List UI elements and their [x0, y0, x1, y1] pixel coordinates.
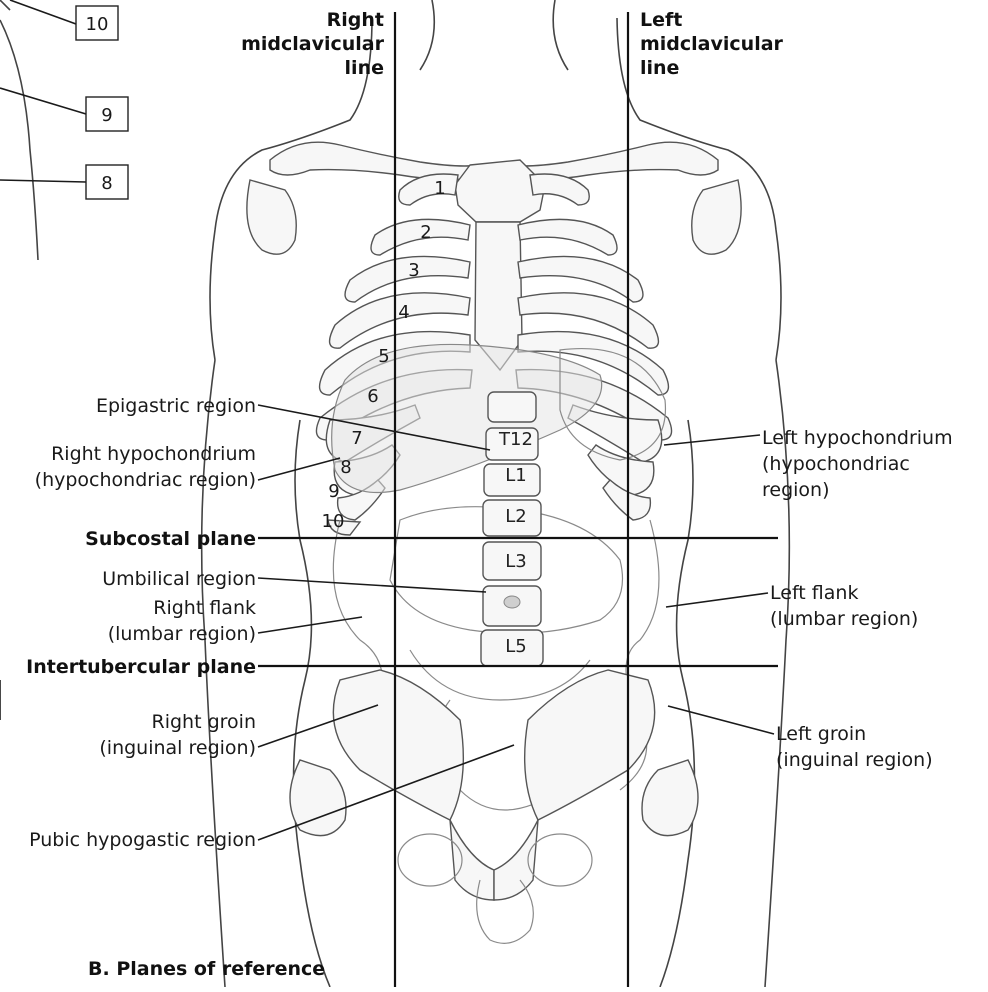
left-flank-label-1: Left flank: [770, 582, 858, 604]
rib-number-3: 3: [408, 260, 419, 281]
left-groin-label-2: (inguinal region): [776, 749, 933, 771]
pubic-label: Pubic hypogastic region: [29, 829, 256, 851]
vertebra-L5: L5: [505, 636, 526, 657]
right-groin-label-2: (inguinal region): [99, 737, 256, 759]
left-hypochondrium-label-3: region): [762, 479, 830, 501]
side-box-9-label: 9: [101, 105, 112, 126]
right-hypochondrium-label-1: Right hypochondrium: [51, 443, 256, 465]
right-flank-label-2: (lumbar region): [108, 623, 256, 645]
side-fragment-letter: l: [0, 673, 1, 695]
left-mcl-label-1: Left: [640, 9, 682, 31]
rib-number-6: 6: [367, 386, 378, 407]
vertebra-L1: L1: [505, 465, 526, 486]
side-panel-fragment: 10 9 8 l: [0, 0, 128, 720]
vertebral-column: T12 L1 L2 L3 L5: [481, 392, 543, 666]
epigastric-label: Epigastric region: [96, 395, 256, 417]
vertebra-T12: T12: [498, 429, 533, 450]
left-flank-label-2: (lumbar region): [770, 608, 918, 630]
left-groin-label-1: Left groin: [776, 723, 866, 745]
rib-number-1: 1: [434, 178, 445, 199]
right-groin-label-1: Right groin: [152, 711, 256, 733]
left-hypochondrium-label-1: Left hypochondrium: [762, 427, 953, 449]
left-mcl-label-3: line: [640, 57, 679, 79]
umbilical-label: Umbilical region: [102, 568, 256, 590]
right-mcl-label-3: line: [345, 57, 384, 79]
left-mcl-label-2: midclavicular: [640, 33, 784, 55]
rib-number-10: 10: [322, 511, 345, 532]
rib-number-2: 2: [420, 222, 431, 243]
intertubercular-plane-label: Intertubercular plane: [26, 656, 256, 678]
right-mcl-label-2: midclavicular: [241, 33, 385, 55]
pelvis: [290, 670, 698, 943]
side-box-10-label: 10: [86, 14, 109, 35]
rib-number-9: 9: [328, 481, 339, 502]
right-hypochondrium-label-2: (hypochondriac region): [35, 469, 256, 491]
right-flank-label-1: Right flank: [153, 597, 256, 619]
rib-number-8: 8: [340, 457, 351, 478]
left-hypochondrium-label-2: (hypochondriac: [762, 453, 910, 475]
rib-number-5: 5: [378, 346, 389, 367]
right-mcl-label-1: Right: [327, 9, 384, 31]
umbilicus: [504, 596, 520, 608]
rib-number-7: 7: [351, 428, 362, 449]
vertebra-L3: L3: [505, 551, 526, 572]
vertebra-L2: L2: [505, 506, 526, 527]
subcostal-plane-label: Subcostal plane: [85, 528, 256, 550]
figure-caption: B. Planes of reference: [88, 958, 325, 980]
rib-number-4: 4: [398, 302, 409, 323]
side-box-8-label: 8: [101, 173, 112, 194]
